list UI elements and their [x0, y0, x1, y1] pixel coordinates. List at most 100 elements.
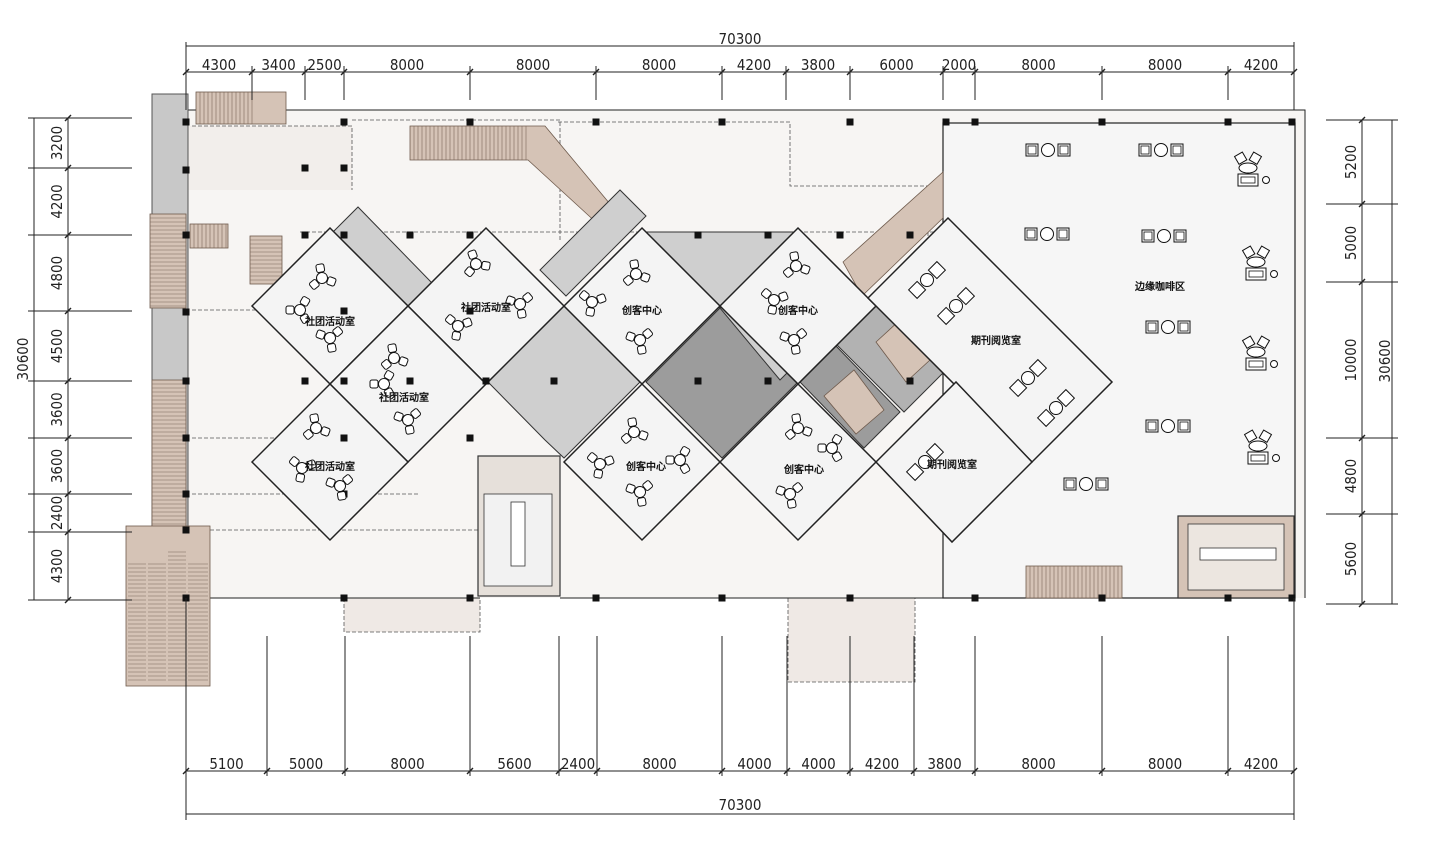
- dim-right-total: 30600: [1376, 340, 1394, 383]
- column-18: [1288, 118, 1296, 126]
- column-48: [906, 377, 914, 385]
- reading-chairs: [936, 286, 976, 326]
- column-44: [482, 377, 490, 385]
- lounge-sofa-set: [1243, 429, 1280, 465]
- column-46: [694, 377, 702, 385]
- dim-bottom-segment-9: 4200: [865, 755, 899, 773]
- column-11: [466, 118, 474, 126]
- dim-left-total: 30600: [14, 338, 32, 381]
- dim-left-segment-7: 2400: [48, 496, 66, 530]
- column-39: [340, 307, 348, 315]
- column-50: [466, 434, 474, 442]
- column-8: [182, 526, 190, 534]
- reading-chairs: [1008, 358, 1048, 398]
- dim-left-segment-3: 4800: [48, 256, 66, 290]
- stairwell-right: [1177, 515, 1295, 599]
- structural-columns: [182, 118, 1296, 602]
- dim-bottom-segment-12: 8000: [1148, 755, 1182, 773]
- column-20: [340, 594, 348, 602]
- dim-right-segment-3: 10000: [1342, 339, 1360, 382]
- dim-bottom-segment-5: 2400: [561, 755, 595, 773]
- stair-hatch: [128, 92, 1119, 681]
- label-club-room-4: 社团活动室: [304, 460, 355, 473]
- column-30: [340, 164, 348, 172]
- table-chairs-set: [381, 343, 409, 370]
- dim-left-segment-2: 4200: [48, 184, 66, 218]
- column-2: [182, 166, 190, 174]
- table-chairs-set: [625, 480, 653, 507]
- column-41: [301, 377, 309, 385]
- label-maker-center-3: 创客中心: [625, 460, 666, 473]
- dim-bottom-segment-10: 3800: [927, 755, 961, 773]
- column-3: [182, 231, 190, 239]
- column-5: [182, 377, 190, 385]
- column-24: [846, 594, 854, 602]
- dim-bottom-segment-6: 8000: [642, 755, 676, 773]
- column-6: [182, 434, 190, 442]
- dim-top-segment-5: 8000: [516, 56, 550, 74]
- dim-bottom-segment-13: 4200: [1244, 755, 1278, 773]
- column-26: [1098, 594, 1106, 602]
- lounge-sofa-set: [1233, 151, 1270, 187]
- dim-top-segment-12: 8000: [1148, 56, 1182, 74]
- column-33: [406, 231, 414, 239]
- column-36: [764, 231, 772, 239]
- table-chairs-set: [285, 296, 311, 324]
- table-chairs-set: [761, 288, 789, 315]
- column-31: [301, 231, 309, 239]
- table-chairs-set: [464, 249, 491, 277]
- column-38: [906, 231, 914, 239]
- column-19: [942, 118, 950, 126]
- label-club-room-3: 社团活动室: [378, 391, 429, 404]
- column-47: [764, 377, 772, 385]
- column-43: [406, 377, 414, 385]
- table-chairs-set: [623, 259, 651, 286]
- table-chairs-set: [325, 474, 353, 501]
- column-16: [1098, 118, 1106, 126]
- dim-bottom-segment-2: 5000: [289, 755, 323, 773]
- dim-left-segment-8: 4300: [48, 549, 66, 583]
- dim-right-segment-2: 5000: [1342, 226, 1360, 260]
- table-chairs-set: [579, 290, 607, 317]
- label-periodical-room-2: 期刊阅览室: [927, 458, 977, 471]
- column-22: [592, 594, 600, 602]
- column-28: [1288, 594, 1296, 602]
- dim-top-segment-13: 4200: [1244, 56, 1278, 74]
- dim-right-segment-4: 4800: [1342, 459, 1360, 493]
- dim-top-segment-6: 8000: [642, 56, 676, 74]
- table-chairs-set: [309, 263, 337, 290]
- cafe-table-set: [1145, 320, 1191, 334]
- table-chairs-set: [625, 328, 653, 355]
- column-17: [1224, 118, 1232, 126]
- dim-left-segment-6: 3600: [48, 449, 66, 483]
- dim-right-segment-5: 5600: [1342, 542, 1360, 576]
- dim-left-segment-4: 4500: [48, 329, 66, 363]
- label-maker-center-4: 创客中心: [783, 463, 824, 476]
- label-maker-center-2: 创客中心: [777, 304, 818, 317]
- stairwell-center: [477, 455, 561, 597]
- cafe-table-set: [1138, 143, 1184, 157]
- room-club-4-shape: [250, 382, 410, 542]
- table-chairs-set: [303, 413, 331, 440]
- table-chairs-set: [775, 482, 803, 509]
- column-21: [466, 594, 474, 602]
- table-chairs-set: [315, 326, 343, 353]
- cafe-table-set: [1024, 227, 1070, 241]
- column-25: [971, 594, 979, 602]
- reading-chairs: [905, 442, 945, 482]
- dim-top-segment-4: 8000: [390, 56, 424, 74]
- column-23: [718, 594, 726, 602]
- table-chairs-set: [783, 251, 811, 278]
- dim-bottom-segment-8: 4000: [801, 755, 835, 773]
- table-chairs-set: [665, 446, 691, 474]
- dim-top-total: 70300: [719, 30, 762, 48]
- table-chairs-set: [779, 328, 807, 355]
- dim-bottom-total: 70300: [719, 796, 762, 814]
- dim-top-segment-1: 4300: [202, 56, 236, 74]
- label-cafe-area: 边缘咖啡区: [1134, 280, 1185, 293]
- column-34: [466, 231, 474, 239]
- dim-top-segment-9: 6000: [879, 56, 913, 74]
- column-37: [836, 231, 844, 239]
- cafe-table-set: [1141, 229, 1187, 243]
